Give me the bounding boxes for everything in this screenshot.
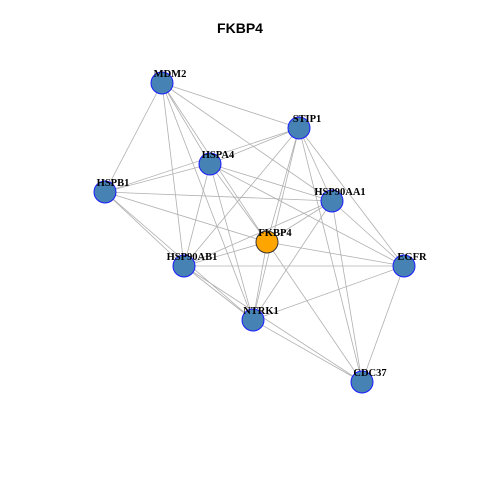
edge-mdm2-stip1 — [161, 82, 300, 129]
node-label-ntrk1: NTRK1 — [243, 306, 279, 317]
node-ntrk1[interactable] — [241, 308, 265, 332]
edge-mdm2-hsp90aa1 — [161, 82, 333, 202]
edge-hspa4-ntrk1 — [209, 163, 254, 321]
edge-hsp90aa1-egfr — [331, 200, 405, 267]
graph-title: FKBP4 — [217, 20, 263, 36]
edge-mdm2-hspb1 — [104, 82, 163, 193]
edge-hspa4-egfr — [209, 163, 405, 267]
node-stip1[interactable] — [287, 116, 311, 140]
node-label-stip1: STIP1 — [293, 114, 322, 125]
edge-hspa4-hsp90aa1 — [209, 163, 333, 202]
edge-fkbp4-egfr — [266, 241, 405, 267]
node-label-mdm2: MDM2 — [154, 69, 187, 80]
edge-hspb1-fkbp4 — [104, 191, 268, 243]
edge-stip1-ntrk1 — [252, 127, 300, 321]
edge-hspa4-hsp90ab1 — [183, 163, 211, 267]
edge-mdm2-hspa4 — [161, 82, 211, 165]
edge-stip1-fkbp4 — [266, 127, 300, 243]
labels-layer: MDM2STIP1HSPA4HSPB1HSP90AA1FKBP4HSP90AB1… — [97, 69, 427, 379]
edge-hspa4-fkbp4 — [209, 163, 268, 243]
edge-fkbp4-hsp90ab1 — [183, 241, 268, 267]
node-hsp90ab1[interactable] — [172, 254, 196, 278]
node-mdm2[interactable] — [150, 71, 174, 95]
edge-hsp90aa1-cdc37 — [331, 200, 363, 383]
edge-hspb1-hsp90aa1 — [104, 191, 333, 202]
edge-mdm2-ntrk1 — [161, 82, 254, 321]
edge-fkbp4-cdc37 — [266, 241, 363, 383]
node-label-hsp90aa1: HSP90AA1 — [314, 187, 365, 198]
node-egfr[interactable] — [392, 254, 416, 278]
edge-mdm2-hsp90ab1 — [161, 82, 185, 267]
node-hspb1[interactable] — [93, 180, 117, 204]
node-cdc37[interactable] — [350, 370, 374, 394]
node-label-cdc37: CDC37 — [353, 368, 386, 379]
node-label-hspa4: HSPA4 — [202, 150, 235, 161]
node-label-hsp90ab1: HSP90AB1 — [167, 252, 218, 263]
edge-stip1-hsp90ab1 — [183, 127, 300, 267]
edge-ntrk1-egfr — [252, 265, 405, 321]
edge-hsp90aa1-hsp90ab1 — [183, 200, 333, 267]
edge-egfr-cdc37 — [361, 265, 405, 383]
node-hsp90aa1[interactable] — [320, 189, 344, 213]
edge-stip1-egfr — [298, 127, 405, 267]
node-label-hspb1: HSPB1 — [97, 178, 130, 189]
edge-hsp90aa1-fkbp4 — [266, 200, 333, 243]
edge-stip1-hspa4 — [209, 127, 300, 165]
node-label-egfr: EGFR — [397, 252, 427, 263]
edge-stip1-hsp90aa1 — [298, 127, 333, 202]
edge-hsp90ab1-ntrk1 — [183, 265, 254, 321]
edge-fkbp4-ntrk1 — [252, 241, 268, 321]
edge-stip1-cdc37 — [298, 127, 363, 383]
node-label-fkbp4: FKBP4 — [258, 228, 292, 239]
node-hspa4[interactable] — [198, 152, 222, 176]
edge-ntrk1-cdc37 — [252, 319, 363, 383]
edge-hsp90ab1-cdc37 — [183, 265, 363, 383]
edge-hsp90aa1-ntrk1 — [252, 200, 333, 321]
edges-layer — [104, 82, 405, 383]
edge-hspb1-hsp90ab1 — [104, 191, 185, 267]
edge-hspa4-hspb1 — [104, 163, 211, 193]
node-fkbp4[interactable] — [255, 230, 279, 254]
nodes-layer — [93, 71, 416, 394]
